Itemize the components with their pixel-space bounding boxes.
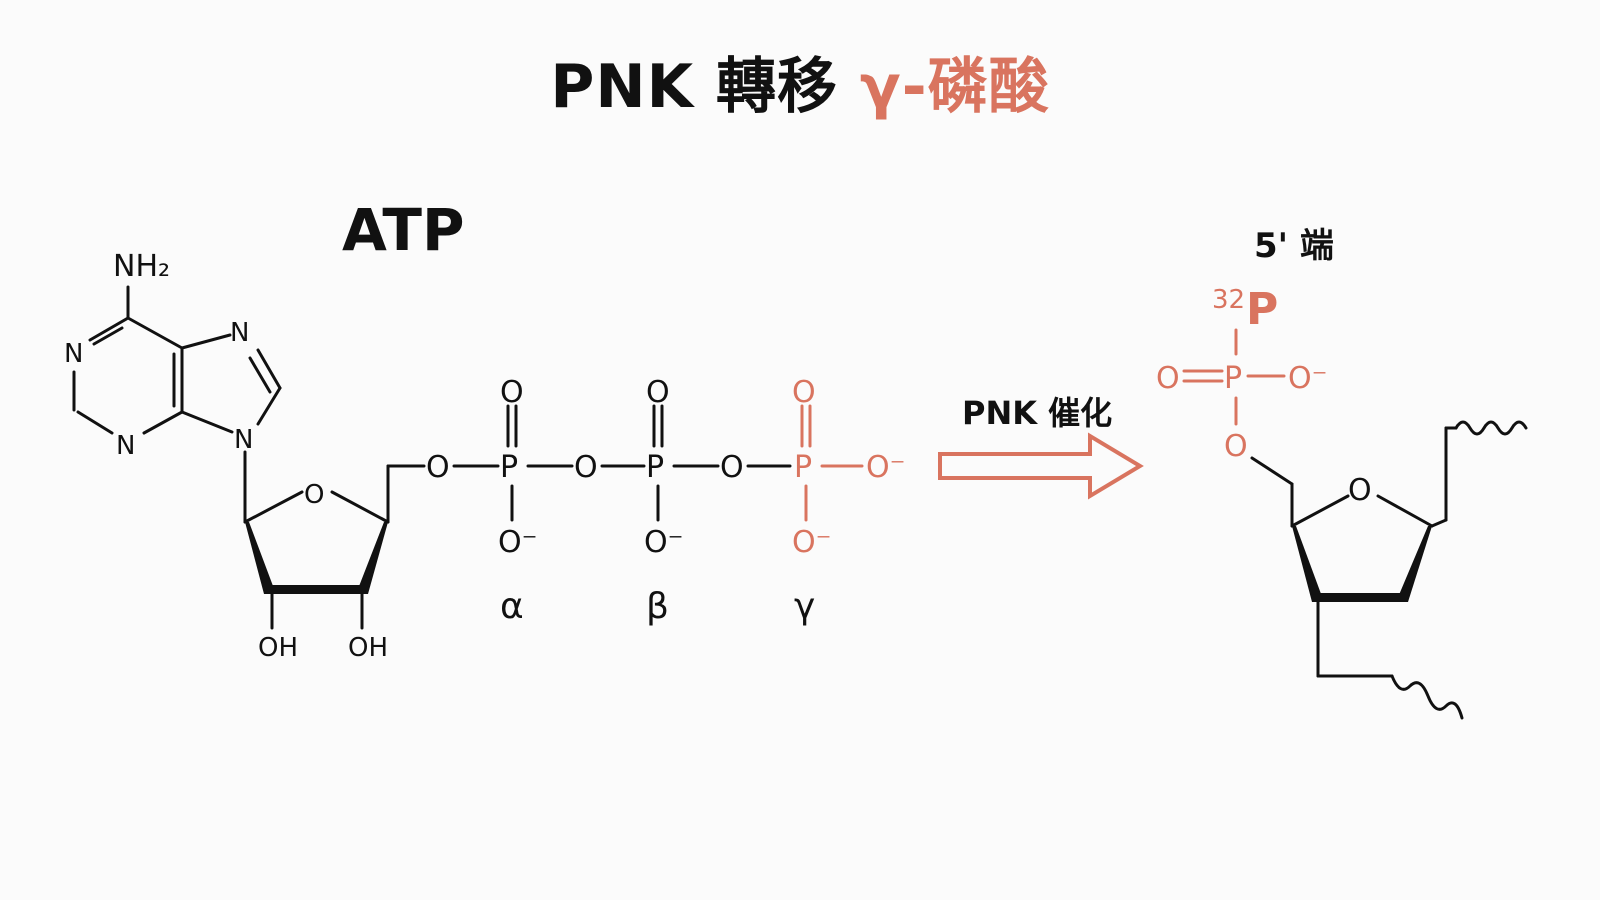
product-sugar-bonds (1250, 426, 1458, 678)
ribose-oxygen: O (304, 480, 324, 510)
bridge-oxygen-ab: O (574, 450, 598, 485)
ribose-wedge-left (245, 522, 276, 594)
reaction-arrow (938, 432, 1144, 500)
adenine-ring (72, 285, 282, 524)
gamma-oxygen-double: O (792, 375, 816, 410)
alpha-label: α (500, 586, 524, 627)
gamma-oxygen-minus-bottom: O⁻ (792, 525, 831, 560)
ribose-oh-2: OH (258, 633, 298, 663)
beta-label: β (646, 586, 669, 627)
product-wedge-right (1396, 526, 1432, 602)
title-accent: γ-磷酸 (859, 52, 1050, 122)
ribose-wedge-right (356, 522, 388, 594)
product-wedge-left (1292, 526, 1324, 602)
five-prime-end-label: 5' 端 (1254, 226, 1334, 266)
alpha-oxygen-minus: O⁻ (498, 525, 537, 560)
product-phosphorus: P (1224, 361, 1242, 396)
product-bridge-oxygen: O (1224, 429, 1248, 464)
alpha-oxygen-double: O (500, 375, 524, 410)
gamma-label: γ (794, 586, 815, 627)
ribose-bold-bond (268, 585, 366, 594)
beta-oxygen-double: O (646, 375, 670, 410)
product-phosphate-bonds (1182, 328, 1286, 426)
beta-phosphorus: P (646, 450, 664, 485)
product-bold-bond (1314, 593, 1404, 602)
phosphate-chain-bonds (452, 404, 792, 522)
adenine-n7: N (230, 318, 249, 348)
adenine-n1: N (64, 339, 83, 369)
bridge-oxygen-5: O (426, 450, 450, 485)
gamma-phosphate-bonds (800, 404, 864, 522)
nh2-group: NH₂ (113, 249, 170, 284)
title-main: PNK 轉移 (550, 52, 860, 122)
gamma-phosphorus: P (794, 450, 812, 485)
page-title: PNK 轉移 γ-磷酸 (0, 38, 1600, 125)
adenine-n9: N (234, 425, 253, 455)
gamma-oxygen-minus-right: O⁻ (866, 450, 905, 485)
product-oxygen-minus: O⁻ (1288, 361, 1327, 396)
strand-continuation-top (1454, 420, 1528, 436)
ribose-oh-3: OH (348, 633, 388, 663)
p32-symbol: P (1246, 284, 1278, 335)
product-ring-oxygen: O (1348, 473, 1372, 508)
atp-label: ATP (342, 196, 465, 264)
ribose-ring (243, 464, 426, 630)
strand-continuation-bottom (1390, 674, 1464, 720)
alpha-phosphorus: P (500, 450, 518, 485)
p32-mass-number: 32 (1212, 285, 1245, 315)
bridge-oxygen-bg: O (720, 450, 744, 485)
pnk-catalysis-label: PNK 催化 (962, 394, 1113, 432)
adenine-n3: N (116, 431, 135, 461)
beta-oxygen-minus: O⁻ (644, 525, 683, 560)
product-oxygen-double: O (1156, 361, 1180, 396)
